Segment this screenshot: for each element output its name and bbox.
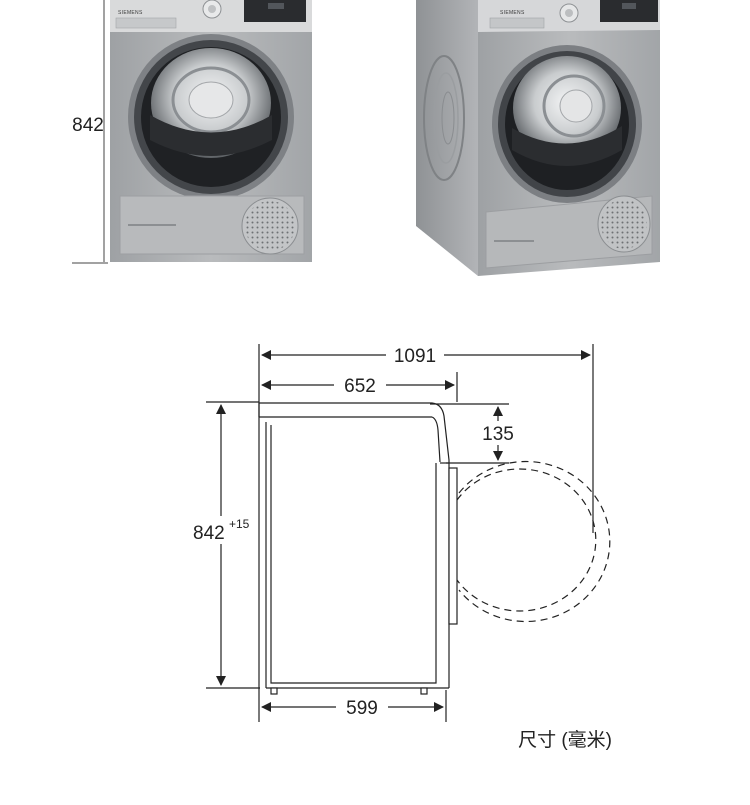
- front-brand-logo: SIEMENS: [118, 10, 143, 16]
- dim-label-panel-height: 135: [482, 424, 514, 445]
- dryer-body-outline: [265, 422, 437, 688]
- dim-label-height: 842: [193, 523, 225, 544]
- dryer-foot-front: [420, 687, 428, 695]
- angled-view-photo: SIEMENS: [416, 0, 660, 276]
- dim-label-height-tolerance: +15: [229, 517, 250, 531]
- dim-label-total-depth: 1091: [394, 346, 436, 367]
- door-swing-arc: [456, 468, 597, 612]
- front-view-photo: 842 SIEMENS: [72, 0, 312, 264]
- dim-label-top-depth: 652: [344, 376, 376, 397]
- angled-brand-logo: SIEMENS: [500, 10, 525, 16]
- dryer-door-profile: [448, 467, 458, 625]
- front-water-tank: [115, 17, 177, 29]
- front-height-label: 842: [72, 115, 104, 136]
- unit-caption: 尺寸 (毫米): [518, 729, 612, 751]
- dryer-top-cover-outline: [259, 402, 450, 463]
- dim-label-base-depth: 599: [346, 698, 378, 719]
- side-profile-diagram: [206, 344, 611, 722]
- front-display-panel: [244, 0, 306, 22]
- dryer-foot-rear: [270, 687, 278, 695]
- angled-display-panel: [600, 0, 658, 22]
